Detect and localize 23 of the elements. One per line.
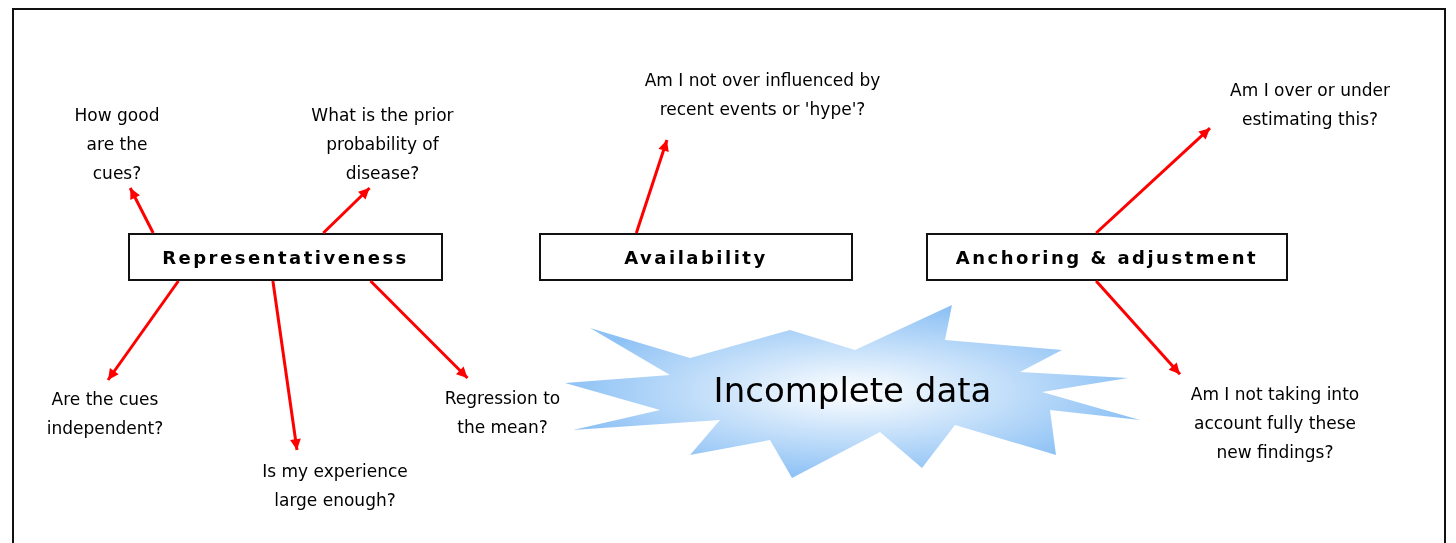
question-text: What is the prior probability of disease? <box>310 103 455 185</box>
arrow <box>369 279 469 380</box>
question-text: Are the cues independent? <box>45 388 165 440</box>
arrow <box>106 280 180 381</box>
arrow <box>128 187 155 234</box>
heuristic-label: Representativeness <box>162 246 409 268</box>
question-text: How good are the cues? <box>73 103 161 185</box>
arrow <box>1095 127 1211 235</box>
question-text: Am I not taking into account fully these new findings? <box>1189 382 1361 464</box>
question-text: Regression to the mean? <box>443 387 562 439</box>
heuristic-box <box>128 233 443 281</box>
question-text: Is my experience large enough? <box>261 460 409 512</box>
arrow <box>322 186 371 235</box>
arrow <box>271 280 301 451</box>
starburst-label: Incomplete data <box>712 370 993 410</box>
heuristic-box <box>539 233 853 281</box>
arrow <box>1095 280 1182 376</box>
arrow <box>634 139 669 234</box>
question-text: Am I not over influenced by recent events or 'hype'? <box>643 69 882 121</box>
heuristic-box <box>926 233 1288 281</box>
question-text: Am I over or under estimating this? <box>1229 79 1391 131</box>
heuristic-label: Availability <box>624 246 768 268</box>
heuristic-label: Anchoring & adjustment <box>955 246 1259 268</box>
